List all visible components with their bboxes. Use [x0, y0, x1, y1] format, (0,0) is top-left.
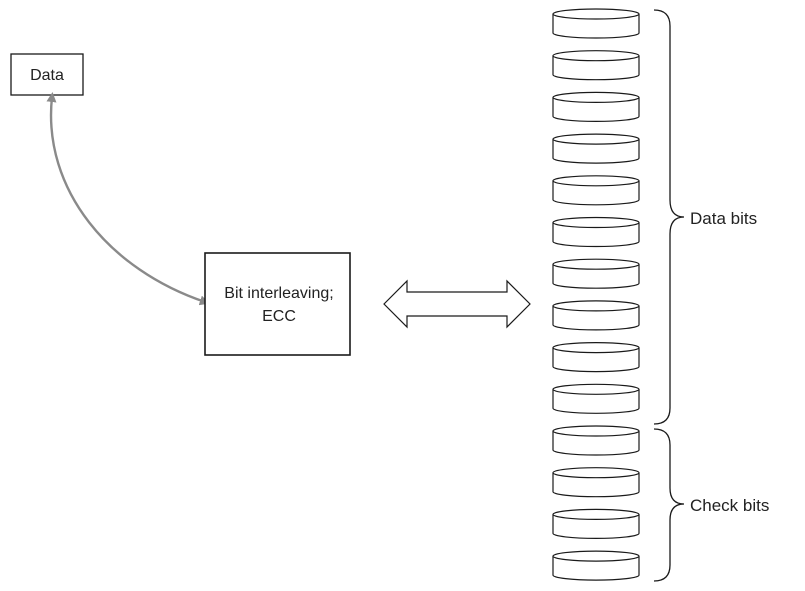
- check-bit-disk: [552, 467, 640, 498]
- data-bit-disk: [552, 300, 640, 331]
- processor-box-line1: Bit interleaving;: [224, 285, 333, 302]
- check-bit-disk: [552, 550, 640, 581]
- processor-box-line2: ECC: [262, 308, 296, 325]
- check-bit-disk: [552, 425, 640, 456]
- processor-box: Bit interleaving; ECC: [204, 252, 351, 356]
- data-box-label: Data: [30, 67, 64, 84]
- curved-connector-icon: [46, 92, 210, 306]
- data-bit-disk: [552, 175, 640, 206]
- check-bits-brace: [653, 428, 685, 582]
- data-bit-disk: [552, 133, 640, 164]
- data-box: Data: [10, 53, 84, 96]
- data-bits-brace: [653, 9, 685, 425]
- disk-stack: [552, 8, 640, 581]
- data-bit-disk: [552, 91, 640, 122]
- check-bits-label: Check bits: [690, 496, 769, 515]
- double-arrow-icon: [383, 279, 531, 329]
- data-bit-disk: [552, 258, 640, 289]
- data-bit-disk: [552, 383, 640, 414]
- data-bit-disk: [552, 8, 640, 39]
- data-bit-disk: [552, 342, 640, 373]
- data-bit-disk: [552, 216, 640, 248]
- data-bit-disk: [552, 50, 640, 81]
- check-bit-disk: [552, 508, 640, 539]
- data-bits-label: Data bits: [690, 209, 757, 228]
